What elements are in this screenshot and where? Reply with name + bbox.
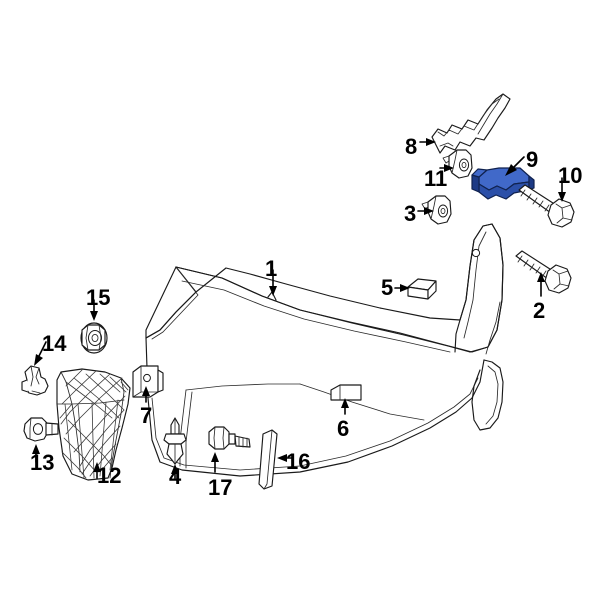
part-bolt-flange-2[interactable] [515, 250, 572, 294]
callout-number-15[interactable]: 15 [86, 285, 111, 310]
callout-number-10[interactable]: 10 [558, 163, 583, 188]
callout-number-6[interactable]: 6 [337, 416, 350, 441]
part-push-pin-clip[interactable] [163, 417, 187, 465]
callout-number-7[interactable]: 7 [140, 403, 153, 428]
part-reinforcement-bar[interactable] [431, 93, 511, 154]
part-splash-shield[interactable] [56, 368, 131, 481]
part-cover-plate[interactable] [330, 384, 362, 401]
callout-number-9[interactable]: 9 [526, 147, 539, 172]
part-retainer-clip-11[interactable] [442, 149, 473, 179]
part-retainer-clip-3[interactable] [421, 195, 452, 225]
part-filler-strip[interactable] [258, 429, 278, 490]
callout-number-11[interactable]: 11 [424, 166, 448, 191]
part-clip-fastener[interactable] [21, 365, 49, 396]
callout-number-12[interactable]: 12 [97, 463, 122, 488]
callout-number-16[interactable]: 16 [286, 449, 311, 474]
callout-number-3[interactable]: 3 [404, 201, 417, 226]
callout-number-2[interactable]: 2 [533, 298, 546, 323]
leader-lines [32, 138, 566, 479]
callout-number-14[interactable]: 14 [42, 331, 67, 356]
callout-number-13[interactable]: 13 [30, 450, 55, 475]
part-retainer-bracket[interactable] [132, 365, 164, 398]
part-bolt-flange-10[interactable] [518, 184, 575, 228]
callout-number-8[interactable]: 8 [405, 134, 418, 159]
part-spacer-block[interactable] [407, 278, 437, 300]
callout-number-1[interactable]: 1 [265, 256, 278, 281]
part-nut-cap[interactable] [80, 322, 108, 354]
part-screw-grommet[interactable] [23, 417, 59, 442]
callout-number-5[interactable]: 5 [381, 275, 394, 300]
part-bumper-cover[interactable] [145, 223, 504, 477]
callout-number-4[interactable]: 4 [169, 464, 182, 489]
callout-number-17[interactable]: 17 [208, 475, 233, 500]
part-bolt-stud[interactable] [208, 426, 251, 450]
